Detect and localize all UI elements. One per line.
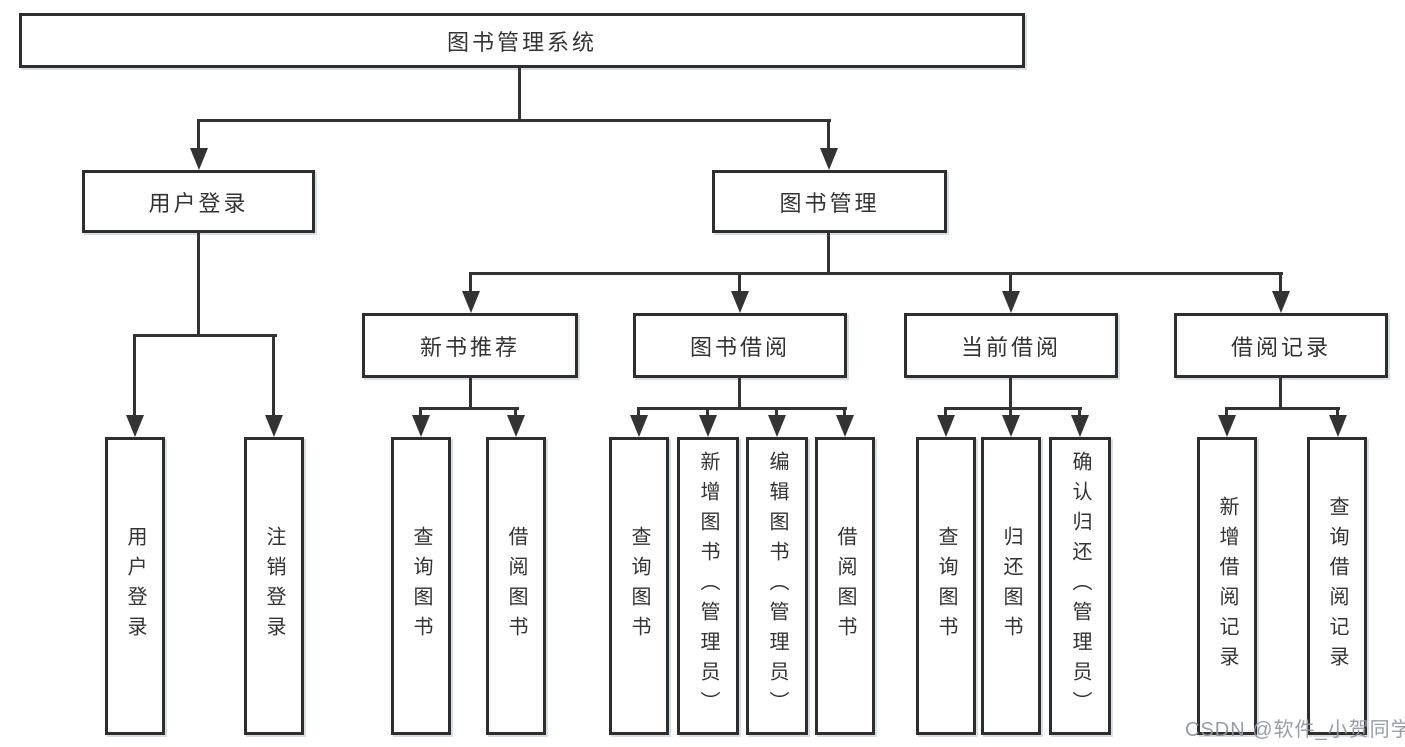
connector-line	[197, 119, 200, 150]
connector-line	[1009, 407, 1012, 417]
connector-line	[469, 377, 472, 410]
arrowhead-icon	[836, 415, 854, 437]
node-logout: 注销登录	[244, 437, 304, 735]
connector-line	[133, 334, 277, 337]
arrowhead-icon	[265, 415, 283, 437]
node-current-borrowing: 当前借阅	[904, 313, 1118, 378]
arrowhead-icon	[1272, 291, 1290, 313]
node-add-borrow-record: 新增借阅记录	[1197, 437, 1257, 735]
connector-line	[419, 407, 519, 410]
connector-line	[1009, 377, 1012, 410]
arrowhead-icon	[507, 415, 525, 437]
node-book-borrowing: 图书借阅	[633, 313, 847, 378]
connector-line	[637, 407, 847, 410]
node-confirm-return-admin: 确认归还（管理员）	[1049, 437, 1111, 735]
node-borrow-books: 借阅图书	[815, 437, 875, 735]
node-query-books-current: 查询图书	[916, 437, 976, 735]
arrowhead-icon	[630, 415, 648, 437]
node-query-books-recommend: 查询图书	[391, 437, 451, 735]
arrowhead-icon	[1071, 415, 1089, 437]
node-query-books-borrowing: 查询图书	[609, 437, 669, 735]
node-user-login-leaf: 用户登录	[105, 437, 165, 735]
connector-line	[706, 407, 709, 417]
connector-line	[944, 407, 947, 417]
connector-line	[197, 232, 200, 337]
node-return-books: 归还图书	[981, 437, 1041, 735]
connector-line	[827, 232, 830, 274]
arrowhead-icon	[462, 291, 480, 313]
watermark: CSDN @软件_小贺同学	[1185, 719, 1405, 741]
node-add-books-admin: 新增图书（管理员）	[677, 437, 739, 735]
connector-line	[1225, 407, 1340, 410]
arrowhead-icon	[1329, 415, 1347, 437]
connector-line	[133, 334, 136, 416]
connector-line	[1336, 407, 1339, 417]
arrowhead-icon	[412, 415, 430, 437]
arrowhead-icon	[1218, 415, 1236, 437]
arrowhead-icon	[699, 415, 717, 437]
connector-line	[1279, 272, 1282, 294]
arrowhead-icon	[768, 415, 786, 437]
connector-line	[1009, 272, 1012, 294]
arrowhead-icon	[820, 148, 838, 170]
connector-line	[419, 407, 422, 417]
connector-line	[469, 272, 1283, 275]
connector-line	[1279, 377, 1282, 410]
node-book-management: 图书管理	[712, 170, 947, 233]
connector-line	[1078, 407, 1081, 417]
connector-line	[775, 407, 778, 417]
node-borrowing-records: 借阅记录	[1174, 313, 1388, 378]
node-library-management-system: 图书管理系统	[19, 13, 1025, 68]
connector-line	[738, 377, 741, 410]
node-query-borrow-record: 查询借阅记录	[1307, 437, 1367, 735]
connector-line	[738, 272, 741, 294]
connector-line	[514, 407, 517, 417]
connector-line	[843, 407, 846, 417]
node-new-book-recommendation: 新书推荐	[362, 313, 578, 378]
connector-line	[198, 119, 831, 122]
arrowhead-icon	[190, 148, 208, 170]
connector-line	[637, 407, 640, 417]
connector-line	[1225, 407, 1228, 417]
node-edit-books-admin: 编辑图书（管理员）	[746, 437, 808, 735]
arrowhead-icon	[731, 291, 749, 313]
arrowhead-icon	[126, 415, 144, 437]
arrowhead-icon	[937, 415, 955, 437]
connector-line	[272, 334, 275, 416]
connector-line	[944, 407, 1082, 410]
arrowhead-icon	[1002, 415, 1020, 437]
node-user-login: 用户登录	[82, 170, 315, 233]
connector-line	[827, 119, 830, 150]
node-borrow-books-recommend: 借阅图书	[486, 437, 546, 735]
connector-line	[469, 272, 472, 294]
connector-line	[518, 68, 521, 121]
arrowhead-icon	[1002, 291, 1020, 313]
